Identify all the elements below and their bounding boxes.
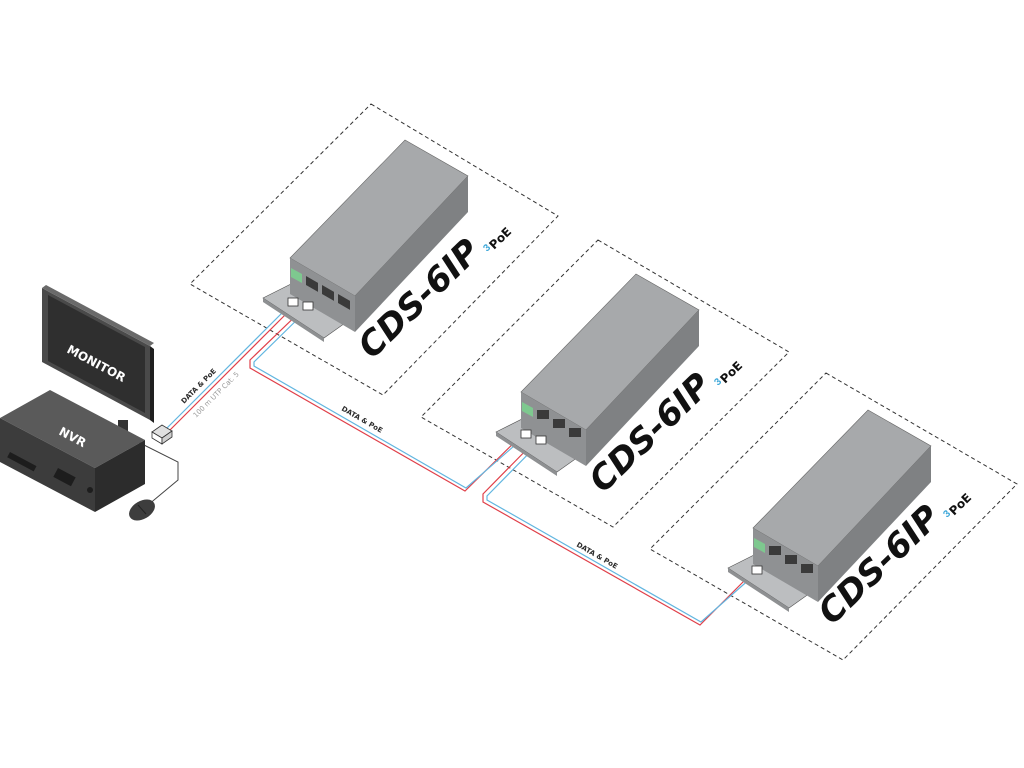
- device-1-terminal: [291, 268, 302, 283]
- device-2-outline: [420, 239, 790, 528]
- device-1-connector-1: [287, 297, 299, 307]
- device-3-port-3: [801, 564, 813, 573]
- nvr-buttons: [53, 468, 76, 487]
- nvr: NVR: [0, 390, 145, 512]
- device-2-badge-num: 3: [712, 376, 724, 388]
- device-3-outline: [649, 372, 1018, 661]
- monitor: MONITOR: [42, 285, 154, 434]
- mouse: [129, 499, 155, 521]
- device-1-badge-num: 3: [481, 242, 493, 254]
- device-3-connector-1: [751, 565, 763, 575]
- device-1-connector-2: [302, 301, 314, 311]
- device-2-connector-1: [520, 429, 532, 439]
- nvr-slot: [7, 452, 37, 472]
- device-2-terminal: [522, 402, 533, 417]
- device-1-port-3: [338, 294, 350, 310]
- device-3: CDS-6IP 3 PoE: [727, 409, 974, 632]
- nvr-balun: [151, 424, 173, 445]
- device-1-port-1: [306, 276, 318, 292]
- device-2-connector-2: [535, 435, 547, 445]
- device-2-port-1: [537, 410, 549, 419]
- link-1-sublabel: 100 m UTP Cat. 5: [192, 370, 241, 419]
- device-2: CDS-6IP 3 PoE: [495, 273, 745, 500]
- cable-device-1-to-device-2: [249, 304, 531, 492]
- cable-nvr-to-device-1: [162, 302, 296, 435]
- device-1-port-2: [322, 285, 334, 301]
- device-3-port-2: [785, 555, 797, 564]
- device-3-port-1: [769, 546, 781, 555]
- device-3-terminal: [754, 538, 765, 553]
- device-3-badge-num: 3: [941, 508, 953, 520]
- device-2-port-2: [553, 419, 565, 428]
- cable-device-2-to-device-3: [482, 437, 761, 626]
- nvr-knob: [87, 487, 93, 493]
- cable-nvr-to-mouse: [129, 437, 179, 506]
- device-2-port-3: [569, 428, 581, 437]
